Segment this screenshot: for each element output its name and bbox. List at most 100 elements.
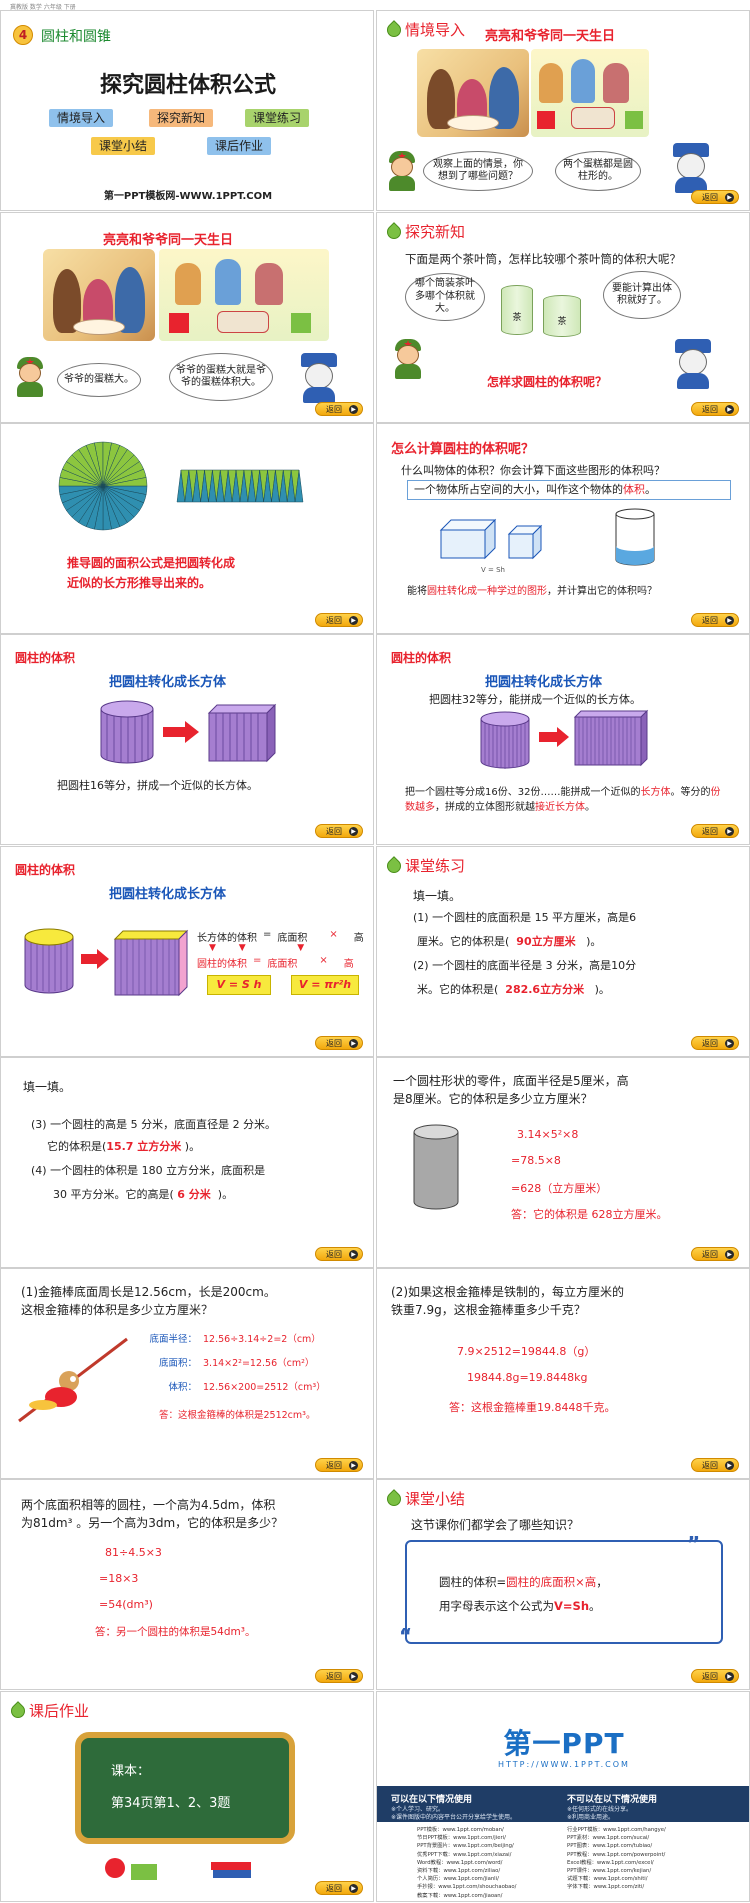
link-list-left: PPT模板：www.1ppt.com/moban/节日PPT模板：www.1pp… bbox=[417, 1826, 516, 1900]
conclusion-text: 把一个圆柱等分成16份、32份……能拼成一个近似的长方体。等分的份数越多，拼成的… bbox=[405, 787, 721, 813]
board-text: 第34页第1、2、3题 bbox=[111, 1796, 231, 1811]
speech-bubble: 爷爷的蛋糕大就是爷爷的蛋糕体积大。 bbox=[169, 353, 273, 401]
back-button[interactable]: 返回▶ bbox=[691, 402, 739, 416]
derivation-line-2: 近似的长方形推导出来的。 bbox=[67, 576, 212, 590]
can-item: ※个人学习、研究。 bbox=[391, 1806, 445, 1813]
license-link[interactable]: 教案下载：www.1ppt.com/jiaoan/ bbox=[417, 1892, 503, 1899]
answer-4: 6 分米 bbox=[177, 1188, 211, 1201]
back-button[interactable]: 返回▶ bbox=[691, 1247, 739, 1261]
slide-explore: 探究新知 下面是两个茶叶筒，怎样比较哪个茶叶筒的体积大呢？ 哪个筒装茶叶多哪个体… bbox=[376, 212, 750, 423]
license-link[interactable]: 行业PPT模板：www.1ppt.com/hangye/ bbox=[567, 1827, 666, 1833]
summary-box bbox=[405, 1540, 723, 1644]
answer-1: 90立方厘米 bbox=[516, 935, 576, 948]
q3-line1: (3) 一个圆柱的高是 5 分米，底面直径是 2 分米。 bbox=[31, 1118, 277, 1131]
radius-calc: 12.56÷3.14÷2=2（cm） bbox=[203, 1334, 321, 1345]
nav-practice[interactable]: 课堂练习 bbox=[245, 109, 310, 127]
slide-heading: 圆柱的体积 bbox=[15, 863, 76, 877]
doctor-character bbox=[671, 339, 717, 389]
unit-name: 圆柱和圆锥 bbox=[41, 29, 111, 45]
nav-summary[interactable]: 课堂小结 bbox=[91, 137, 156, 155]
problem-line-2: 是8厘米。它的体积是多少立方厘米？ bbox=[393, 1092, 593, 1106]
license-link[interactable]: 字体下载：www.1ppt.com/ziti/ bbox=[567, 1884, 645, 1891]
back-button[interactable]: 返回▶ bbox=[315, 1458, 363, 1472]
license-link[interactable]: 节日PPT模板：www.1ppt.com/jieri/ bbox=[417, 1835, 506, 1842]
link-list-right: 行业PPT模板：www.1ppt.com/hangye/PPT素材：www.1p… bbox=[567, 1826, 666, 1892]
section-label: 课堂小结 bbox=[405, 1490, 466, 1508]
summary-line-1: 圆柱的体积=圆柱的底面积×高， bbox=[439, 1575, 608, 1589]
back-button[interactable]: 返回▶ bbox=[315, 613, 363, 627]
slide-heading: 圆柱的体积 bbox=[15, 651, 76, 665]
nav-explore[interactable]: 探究新知 bbox=[149, 109, 214, 127]
back-button[interactable]: 返回▶ bbox=[691, 190, 739, 204]
caption-text: 把圆柱16等分，拼成一个近似的长方体。 bbox=[57, 779, 258, 792]
def-suffix: 。 bbox=[645, 483, 656, 496]
license-link[interactable]: PPT模板：www.1ppt.com/moban/ bbox=[417, 1827, 504, 1833]
base-area-calc: 3.14×2²=12.56（cm²） bbox=[203, 1358, 315, 1369]
q4-line2: 30 平方分米。它的高是( 6 分米 )。 bbox=[53, 1188, 234, 1201]
back-button[interactable]: 返回▶ bbox=[315, 1036, 363, 1050]
back-button[interactable]: 返回▶ bbox=[315, 1247, 363, 1261]
back-button[interactable]: 返回▶ bbox=[691, 1669, 739, 1683]
site-footer: 第一PPT模板网-WWW.1PPT.COM bbox=[103, 191, 273, 202]
nav-homework[interactable]: 课后作业 bbox=[207, 137, 272, 155]
answer-line: 答：另一个圆柱的体积是54dm³。 bbox=[95, 1626, 256, 1638]
license-link[interactable]: Excel教程：www.1ppt.com/excel/ bbox=[567, 1859, 654, 1866]
license-link[interactable]: PPT课件：www.1ppt.com/kejian/ bbox=[567, 1868, 652, 1875]
quote-close-icon: ” bbox=[687, 1532, 701, 1556]
derivation-line-1: 推导圆的面积公式是把圆转化成 bbox=[67, 556, 236, 570]
plant-icon bbox=[131, 1864, 157, 1880]
license-link[interactable]: PPT背景图片：www.1ppt.com/beijing/ bbox=[417, 1843, 514, 1850]
license-link[interactable]: 个人简历：www.1ppt.com/jianli/ bbox=[417, 1876, 499, 1883]
back-button[interactable]: 返回▶ bbox=[315, 1881, 363, 1895]
license-link[interactable]: 资料下载：www.1ppt.com/ziliao/ bbox=[417, 1868, 501, 1875]
rect-tooth-up bbox=[294, 469, 304, 503]
clock-icon bbox=[105, 1858, 125, 1878]
calc-step-3: =628（立方厘米） bbox=[511, 1182, 608, 1195]
back-button[interactable]: 返回▶ bbox=[691, 824, 739, 838]
slide-intro: 情境导入 亮亮和爷爷同一天生日 观察上面的情景，你想到了哪些问题？ 两个蛋糕都是… bbox=[376, 10, 750, 211]
calc-step-1: 3.14×5²×8 bbox=[517, 1128, 579, 1141]
q4-line1: (4) 一个圆柱的体积是 180 立方分米，底面积是 bbox=[31, 1164, 266, 1177]
license-link[interactable]: PPT教程：www.1ppt.com/powerpoint/ bbox=[567, 1851, 666, 1858]
radius-label: 底面半径： bbox=[149, 1334, 197, 1345]
volume-calc: 12.56×200=2512（cm³） bbox=[203, 1382, 326, 1393]
slide-equal-base: 两个底面积相等的圆柱，一个高为4.5dm，体积 为81dm³ 。另一个高为3dm… bbox=[0, 1479, 374, 1690]
license-link[interactable]: 手抄报：www.1ppt.com/shouchaobao/ bbox=[417, 1884, 517, 1891]
back-button[interactable]: 返回▶ bbox=[691, 1036, 739, 1050]
calc-step-2: =18×3 bbox=[99, 1572, 139, 1585]
back-button[interactable]: 返回▶ bbox=[315, 402, 363, 416]
doctor-character bbox=[297, 353, 343, 403]
problem-line-2: 铁重7.9g，这根金箍棒重多少千克？ bbox=[391, 1303, 586, 1317]
back-button[interactable]: 返回▶ bbox=[691, 1458, 739, 1472]
section-title: 情境导入 bbox=[384, 19, 465, 40]
problem-line-2: 这根金箍棒的体积是多少立方厘米？ bbox=[21, 1303, 214, 1317]
page-title: 探究圆柱体积公式 bbox=[99, 73, 276, 98]
nav-intro[interactable]: 情境导入 bbox=[49, 109, 114, 127]
cuboid-figure bbox=[113, 929, 189, 997]
back-button[interactable]: 返回▶ bbox=[315, 824, 363, 838]
license-link[interactable]: Word教程：www.1ppt.com/word/ bbox=[417, 1859, 503, 1866]
back-button[interactable]: 返回▶ bbox=[691, 613, 739, 627]
license-link[interactable]: PPT素材：www.1ppt.com/sucai/ bbox=[567, 1835, 650, 1842]
slide-subtitle: 把圆柱转化成长方体 bbox=[485, 675, 603, 690]
license-link[interactable]: 优秀PPT下载：www.1ppt.com/xiazai/ bbox=[417, 1851, 512, 1858]
formula-small: V = Sh bbox=[481, 566, 505, 574]
logo-url: HTTP://WWW.1PPT.COM bbox=[498, 1760, 630, 1769]
party-scene bbox=[159, 249, 329, 341]
arrow-right-icon bbox=[81, 949, 109, 969]
license-link[interactable]: 试题下载：www.1ppt.com/shiti/ bbox=[567, 1876, 648, 1883]
slide-volume-16: 圆柱的体积 把圆柱转化成长方体 把圆柱16等分，拼成一个近似的长方体。 返回▶ bbox=[0, 634, 374, 845]
leaf-icon bbox=[384, 19, 404, 40]
base-area-label: 底面积： bbox=[158, 1358, 197, 1369]
license-link[interactable]: PPT图表：www.1ppt.com/tubiao/ bbox=[567, 1843, 653, 1850]
problem-line-1: 两个底面积相等的圆柱，一个高为4.5dm，体积 bbox=[21, 1498, 276, 1512]
top-text: 把圆柱32等分，能拼成一个近似的长方体。 bbox=[429, 693, 641, 706]
back-button[interactable]: 返回▶ bbox=[315, 1669, 363, 1683]
speech-bubble: 爷爷的蛋糕大。 bbox=[57, 363, 141, 397]
cannot-title: 不可以在以下情况使用 bbox=[567, 1795, 658, 1805]
formula-row-cylinder: 圆柱的体积=底面积×高 bbox=[197, 955, 354, 970]
summary-line-2: 用字母表示这个公式为V=Sh。 bbox=[439, 1599, 601, 1613]
scene-caption: 亮亮和爷爷同一天生日 bbox=[485, 29, 616, 44]
slide-circle-derivation: 推导圆的面积公式是把圆转化成 近似的长方形推导出来的。 返回▶ bbox=[0, 423, 374, 634]
formula-box-sh: V = S h bbox=[207, 975, 271, 995]
